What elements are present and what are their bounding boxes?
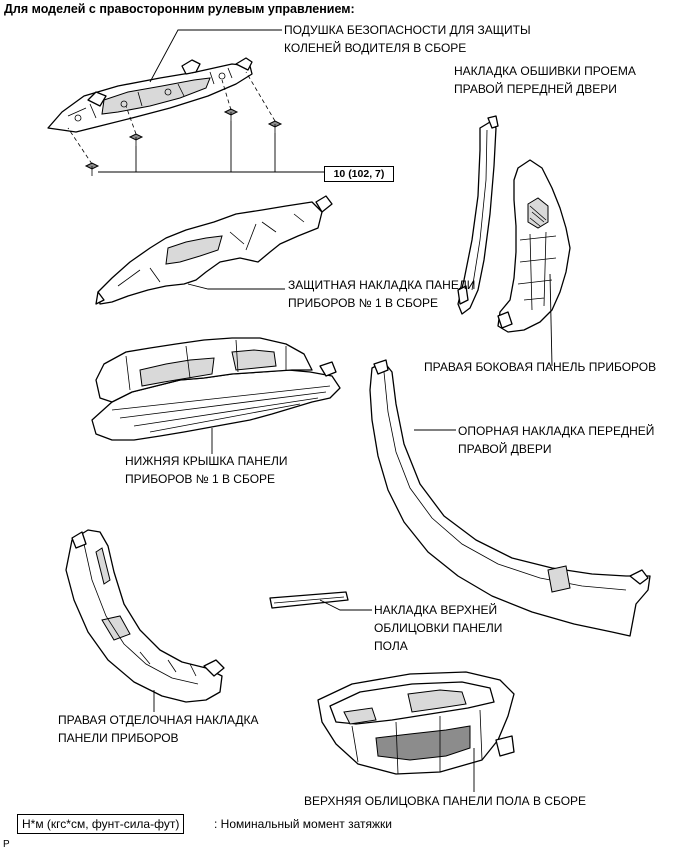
panel-guard-part [95, 195, 333, 305]
door-opening-trim-part [457, 115, 499, 315]
label-line: ПОДУШКА БЕЗОПАСНОСТИ ДЛЯ ЗАЩИТЫ [284, 23, 531, 37]
legend-unit-box: Н*м (кгс*см, фунт-сила-фут) [17, 814, 185, 834]
label-finish-panel: ПРАВАЯ ОТДЕЛОЧНАЯ НАКЛАДКА ПАНЕЛИ ПРИБОР… [58, 711, 259, 747]
console-upper-trim-part [269, 591, 349, 609]
legend-description: : Номинальный момент затяжки [214, 817, 392, 831]
label-line: ОПОРНАЯ НАКЛАДКА ПЕРЕДНЕЙ [458, 424, 655, 438]
label-lower-cover: НИЖНЯЯ КРЫШКА ПАНЕЛИ ПРИБОРОВ № 1 В СБОР… [125, 452, 287, 488]
label-line: ПРАВАЯ ОТДЕЛОЧНАЯ НАКЛАДКА [58, 713, 259, 727]
finish-panel-part [65, 529, 225, 703]
console-box-part [317, 671, 515, 775]
label-line: НАКЛАДКА ВЕРХНЕЙ [374, 603, 498, 617]
label-side-panel: ПРАВАЯ БОКОВАЯ ПАНЕЛЬ ПРИБОРОВ [424, 358, 656, 376]
label-line: ПРИБОРОВ № 1 В СБОРЕ [125, 472, 276, 486]
lower-cover-part [91, 337, 341, 441]
diagram-heading: Для моделей с правосторонним рулевым упр… [4, 2, 355, 16]
label-line: НАКЛАДКА ОБШИВКИ ПРОЕМА [454, 64, 636, 78]
label-console-box: ВЕРХНЯЯ ОБЛИЦОВКА ПАНЕЛИ ПОЛА В СБОРЕ [304, 792, 586, 810]
label-line: КОЛЕНЕЙ ВОДИТЕЛЯ В СБОРЕ [284, 41, 467, 55]
label-line: ПАНЕЛИ ПРИБОРОВ [58, 731, 179, 745]
label-door-opening-trim: НАКЛАДКА ОБШИВКИ ПРОЕМА ПРАВОЙ ПЕРЕДНЕЙ … [454, 62, 636, 98]
label-line: ОБЛИЦОВКИ ПАНЕЛИ [374, 621, 503, 635]
knee-airbag-part [47, 57, 253, 133]
torque-value-box: 10 (102, 7) [324, 166, 394, 182]
label-line: ПРИБОРОВ № 1 В СБОРЕ [288, 296, 439, 310]
label-line: ПОЛА [374, 639, 408, 653]
corner-mark: P [3, 839, 10, 850]
label-door-scuff: ОПОРНАЯ НАКЛАДКА ПЕРЕДНЕЙ ПРАВОЙ ДВЕРИ [458, 422, 654, 458]
label-line: НИЖНЯЯ КРЫШКА ПАНЕЛИ [125, 454, 288, 468]
label-console-upper-trim: НАКЛАДКА ВЕРХНЕЙ ОБЛИЦОВКИ ПАНЕЛИ ПОЛА [374, 601, 502, 655]
side-panel-part [497, 159, 571, 333]
label-panel-guard: ЗАЩИТНАЯ НАКЛАДКА ПАНЕЛИ ПРИБОРОВ № 1 В … [288, 276, 475, 312]
label-line: ПРАВАЯ БОКОВАЯ ПАНЕЛЬ ПРИБОРОВ [424, 360, 657, 374]
label-line: ЗАЩИТНАЯ НАКЛАДКА ПАНЕЛИ [288, 278, 476, 292]
label-knee-airbag: ПОДУШКА БЕЗОПАСНОСТИ ДЛЯ ЗАЩИТЫ КОЛЕНЕЙ … [284, 21, 531, 57]
label-line: ВЕРХНЯЯ ОБЛИЦОВКА ПАНЕЛИ ПОЛА В СБОРЕ [304, 794, 587, 808]
label-line: ПРАВОЙ ДВЕРИ [458, 442, 552, 456]
label-line: ПРАВОЙ ПЕРЕДНЕЙ ДВЕРИ [454, 82, 617, 96]
door-scuff-part [369, 359, 651, 637]
bolt-icon [84, 108, 283, 176]
